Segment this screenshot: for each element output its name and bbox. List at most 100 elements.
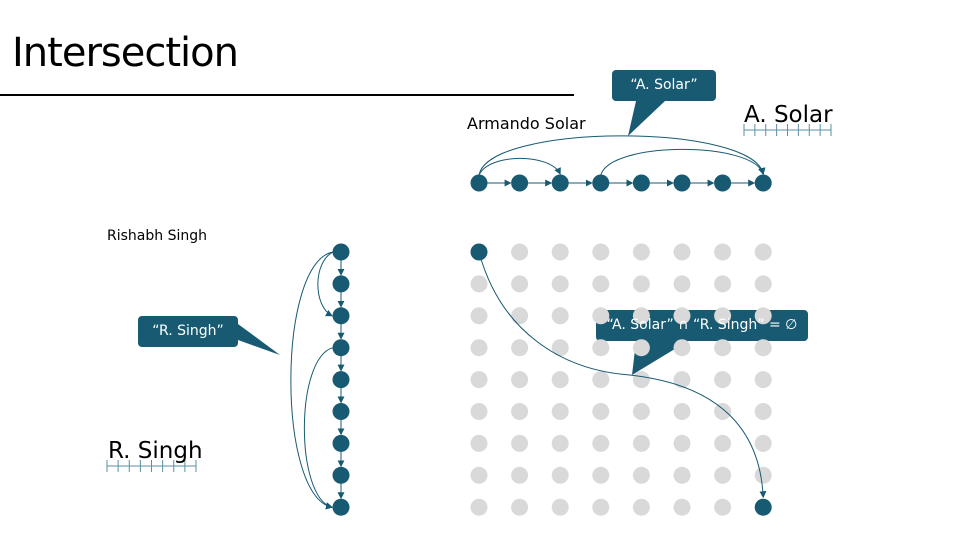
grid-dot [714, 434, 732, 452]
title-underline [0, 94, 574, 96]
grid-dot [470, 434, 488, 452]
skip-edge-a [478, 135, 766, 176]
node-b [332, 307, 350, 325]
node-a [714, 174, 732, 192]
grid-dot [511, 466, 529, 484]
grid-dot [592, 434, 610, 452]
grid-dot [470, 498, 488, 516]
grid-dot [551, 403, 569, 420]
callout-intersection-text: “A. Solar” ∩ “R. Singh” = ∅ [606, 317, 798, 333]
grid-dot [754, 275, 772, 293]
grid-dot [551, 466, 569, 484]
grid-dot [632, 243, 650, 261]
grid-dot [551, 339, 569, 357]
grid-dot [673, 434, 691, 452]
grid-dot [470, 403, 488, 420]
callout-a-shape [612, 70, 716, 136]
callout-b-shape [138, 316, 280, 355]
node-b [332, 434, 350, 452]
skip-edge-a [478, 157, 561, 176]
node-a [632, 174, 650, 192]
grid-dot [511, 339, 529, 357]
grid-dot [551, 498, 569, 516]
grid-dot [754, 434, 772, 452]
grid-dot [673, 275, 691, 293]
grid-dot [592, 275, 610, 293]
node-b [332, 466, 350, 484]
grid-dot [754, 307, 772, 325]
grid-dot [470, 275, 488, 293]
grid-dot [673, 243, 691, 261]
slide-title: Intersection [12, 30, 239, 76]
author-a-label: Armando Solar [467, 114, 586, 133]
grid-dot [511, 371, 529, 389]
grid-dot [754, 466, 772, 484]
node-a [592, 174, 610, 192]
grid-dot [632, 434, 650, 452]
grid-dot [714, 403, 732, 420]
grid-dot [632, 275, 650, 293]
node-b [332, 339, 350, 357]
intersection-curve [478, 251, 767, 499]
grid-dot [592, 371, 610, 389]
grid-dot [511, 243, 529, 261]
grid-dot [551, 434, 569, 452]
grid-dot [592, 498, 610, 516]
grid-dot [714, 275, 732, 293]
grid-dot [551, 307, 569, 325]
node-a [754, 174, 772, 192]
grid-dot [511, 403, 529, 420]
grid-dot [511, 275, 529, 293]
author-b-label: Rishabh Singh [107, 228, 207, 244]
node-b [332, 243, 350, 261]
grid-dot [673, 371, 691, 389]
token-a: A. Solar [744, 102, 833, 128]
skip-edge-b [303, 347, 334, 509]
grid-dot [754, 403, 772, 420]
node-b [332, 403, 350, 420]
grid-dot [592, 307, 610, 325]
skip-edge-a [600, 148, 765, 176]
grid-dot [551, 371, 569, 389]
highlighted-cell [754, 498, 772, 516]
node-a [470, 174, 488, 192]
grid-dot [632, 403, 650, 420]
grid-dot [754, 371, 772, 389]
grid-dot [470, 466, 488, 484]
grid-dot [673, 466, 691, 484]
callout-a-text: “A. Solar” [630, 77, 698, 93]
node-a [511, 174, 529, 192]
node-b [332, 498, 350, 516]
grid-dot [673, 339, 691, 357]
grid-dot [714, 466, 732, 484]
grid-dot [551, 275, 569, 293]
callout-intersection-shape [596, 310, 808, 375]
grid-dot [470, 371, 488, 389]
node-b [332, 371, 350, 389]
grid-dot [592, 466, 610, 484]
callout-b-text: “R. Singh” [152, 323, 224, 339]
grid-dot [511, 498, 529, 516]
grid-dot [714, 498, 732, 516]
grid-dot [632, 339, 650, 357]
grid-dot [714, 307, 732, 325]
grid-dot [754, 243, 772, 261]
node-b [332, 275, 350, 293]
grid-dot [632, 498, 650, 516]
grid-dot [511, 307, 529, 325]
skip-edge-b [290, 251, 334, 510]
grid-dot [592, 339, 610, 357]
grid-dot [511, 434, 529, 452]
grid-dot [592, 243, 610, 261]
grid-dot [632, 371, 650, 389]
grid-dot [714, 371, 732, 389]
grid-dot [551, 243, 569, 261]
node-a [551, 174, 569, 192]
grid-dot [592, 403, 610, 420]
grid-dot [714, 339, 732, 357]
grid-dot [470, 307, 488, 325]
skip-edge-b [317, 251, 334, 317]
grid-dot [754, 339, 772, 357]
grid-dot [714, 243, 732, 261]
